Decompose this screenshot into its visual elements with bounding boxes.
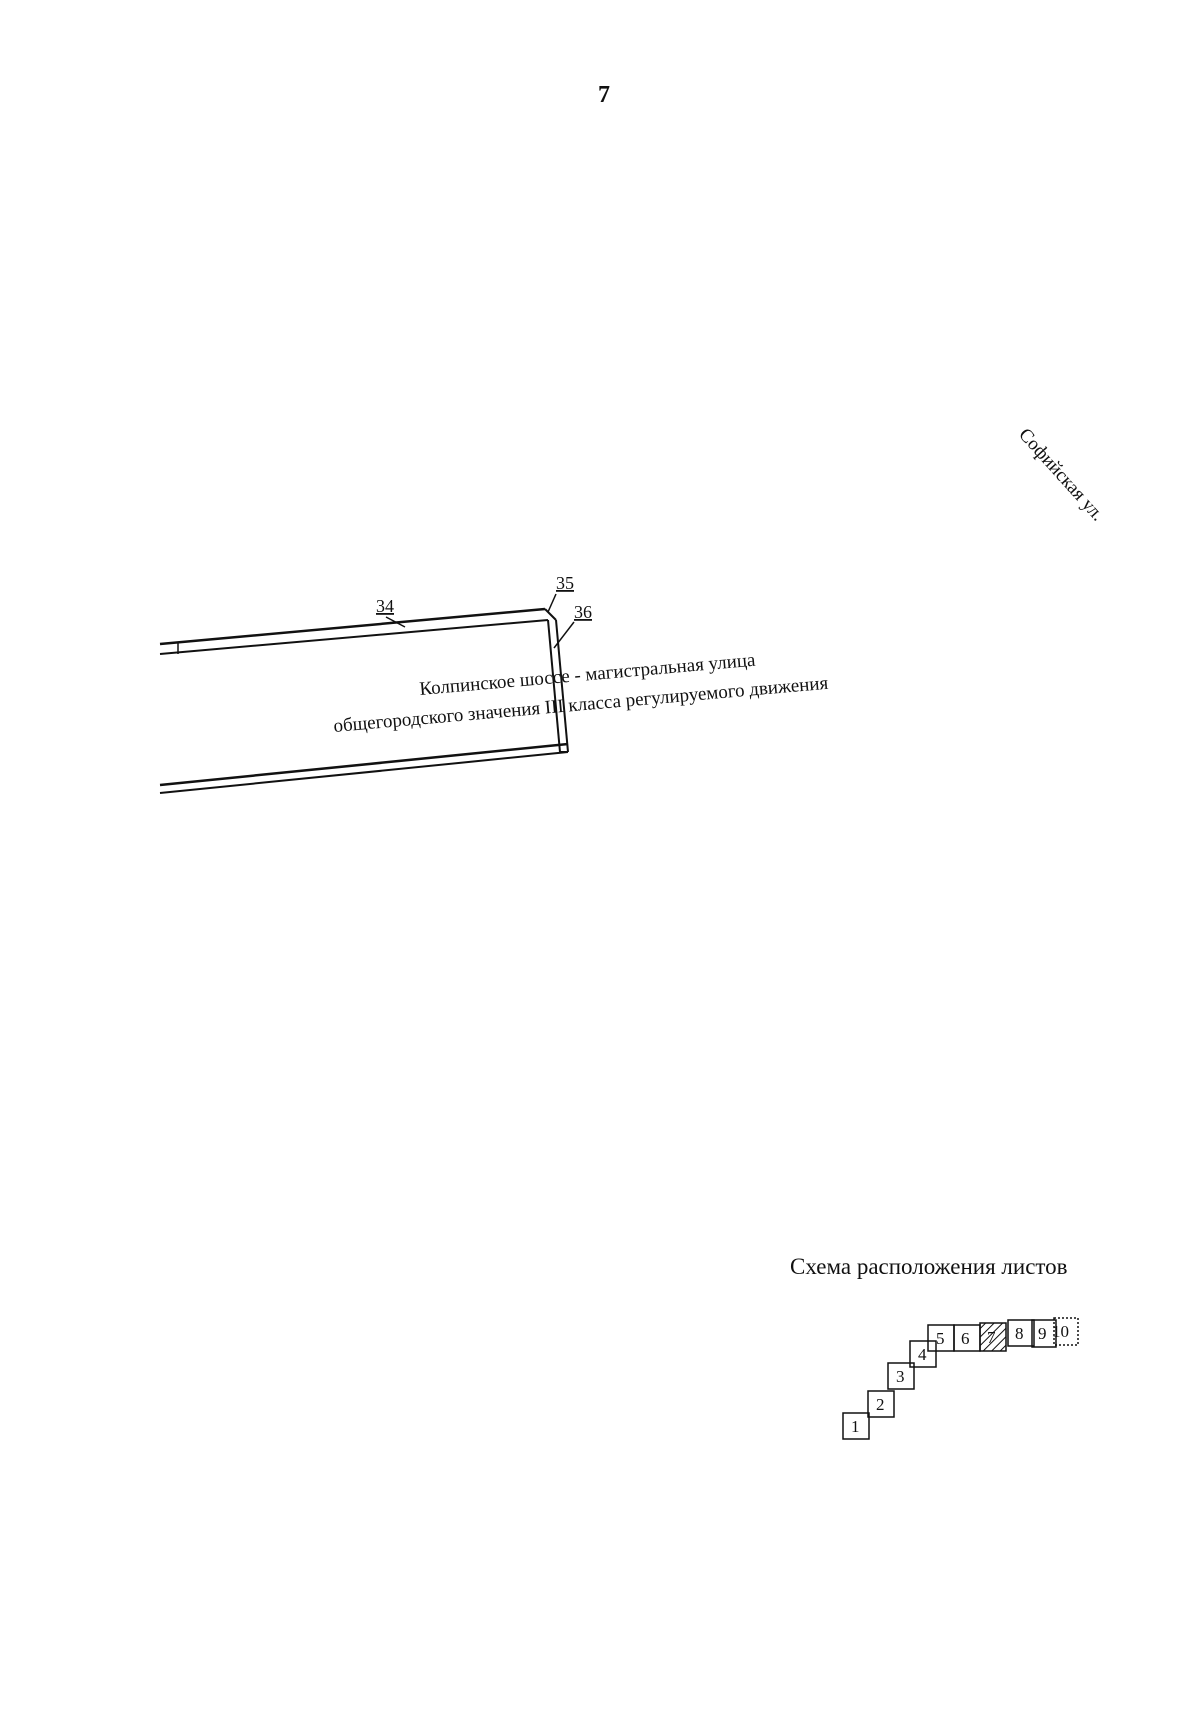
point-label-34: 34 — [376, 596, 394, 616]
sheet-cell-5: 5 — [927, 1324, 955, 1352]
lower-boundary-line-outer — [159, 742, 569, 787]
upper-boundary-line-inner — [159, 619, 549, 655]
sheet-cell-3: 3 — [887, 1362, 915, 1390]
sheet-number-7: 7 — [987, 1328, 996, 1347]
point-callout-34: 34 — [376, 596, 406, 628]
sheet-number-10: 10 — [1052, 1322, 1069, 1341]
sheet-number-1: 1 — [851, 1417, 860, 1436]
sheet-cell-10: 10 — [1052, 1317, 1079, 1346]
lower-boundary-line-inner — [159, 751, 569, 794]
sheet-cell-9: 9 — [1031, 1319, 1057, 1348]
layout-scheme-title: Схема расположения листов — [790, 1254, 1068, 1279]
corner-edge — [544, 608, 557, 621]
vertical-boundary-left — [547, 619, 561, 753]
sheet-number-5: 5 — [936, 1329, 945, 1348]
street-label-sofiyskaya: Софийская ул. — [1014, 424, 1108, 525]
point-callout-36: 36 — [553, 602, 592, 649]
sheet-cell-2: 2 — [867, 1390, 895, 1418]
page-number: 7 — [598, 82, 610, 108]
sheet-number-2: 2 — [876, 1395, 885, 1414]
point-callout-35: 35 — [547, 573, 574, 613]
layout-scheme: Схема расположения листов 1 2 3 4 5 6 7 — [790, 1254, 1079, 1440]
sheet-cell-6: 6 — [953, 1324, 981, 1352]
point-label-36: 36 — [574, 602, 592, 622]
sheet-number-6: 6 — [961, 1329, 970, 1348]
sheet-cell-7-current: 7 — [979, 1322, 1007, 1352]
sheet-cell-8: 8 — [1007, 1319, 1035, 1347]
sheet-number-9: 9 — [1038, 1324, 1047, 1343]
sheet-cell-1: 1 — [842, 1412, 870, 1440]
sheet-number-4: 4 — [918, 1345, 927, 1364]
upper-boundary-line-outer — [159, 607, 546, 646]
point-label-35: 35 — [556, 573, 574, 593]
sheet-number-8: 8 — [1015, 1324, 1024, 1343]
sheet-cell-4: 4 — [909, 1340, 937, 1368]
sheet-number-3: 3 — [896, 1367, 905, 1386]
